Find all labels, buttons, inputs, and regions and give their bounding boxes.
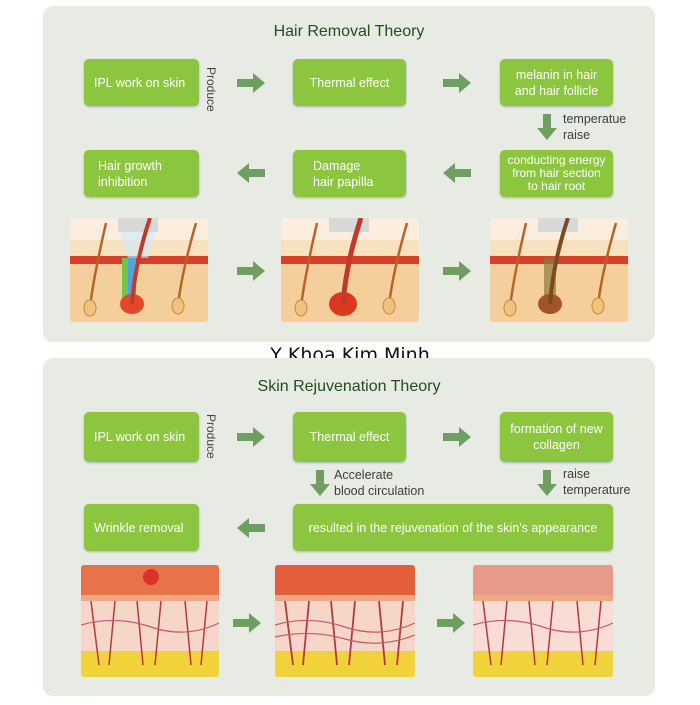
arrow-left-icon: [443, 163, 471, 183]
arrow-right-icon: [233, 613, 261, 633]
hair-illustration-3: [490, 218, 628, 322]
hair-box-ipl: IPL work on skin: [84, 59, 199, 106]
arrow-left-icon: [237, 163, 265, 183]
arrow-right-icon: [237, 261, 265, 281]
hair-box-damage: Damage hair papilla: [293, 150, 406, 197]
skin-illustration-2: [275, 565, 415, 677]
skin-box-wrinkle: Wrinkle removal: [84, 504, 199, 551]
arrow-right-icon: [437, 613, 465, 633]
skin-box-thermal: Thermal effect: [293, 412, 406, 462]
hair-box-inhibition: Hair growth inhibition: [84, 150, 199, 197]
skin-box-collagen: formation of new collagen: [500, 412, 613, 462]
arrow-down-icon: [537, 470, 557, 496]
arrow-right-icon: [237, 427, 265, 447]
skin-note-raise: raise temperature: [563, 467, 631, 497]
skin-note-accelerate: Accelerate blood circulation: [334, 468, 425, 498]
hair-box-thermal: Thermal effect: [293, 59, 406, 106]
skin-illustration-1: [81, 565, 219, 677]
hair-removal-title: Hair Removal Theory: [273, 23, 425, 40]
arrow-down-icon: [537, 114, 557, 140]
hair-illustration-1: [70, 218, 208, 322]
arrow-left-icon: [237, 518, 265, 538]
arrow-right-icon: [443, 427, 471, 447]
skin-box-ipl: IPL work on skin: [84, 412, 199, 462]
arrow-right-icon: [237, 73, 265, 93]
skin-produce-label: Produce: [204, 414, 218, 459]
arrow-down-icon: [310, 470, 330, 496]
hair-note-temperature: temperatue raise: [563, 112, 627, 142]
skin-rejuvenation-title: Skin Rejuvenation Theory: [257, 378, 441, 395]
hair-box-melanin: melanin in hair and hair follicle: [500, 59, 613, 106]
hair-produce-label: Produce: [204, 67, 218, 112]
arrow-right-icon: [443, 73, 471, 93]
hair-box-conduct: conducting energy from hair section to h…: [500, 150, 613, 197]
hair-illustration-2: [281, 218, 419, 322]
arrow-right-icon: [443, 261, 471, 281]
skin-illustration-3: [473, 565, 613, 677]
skin-box-result: resulted in the rejuvenation of the skin…: [293, 504, 613, 551]
